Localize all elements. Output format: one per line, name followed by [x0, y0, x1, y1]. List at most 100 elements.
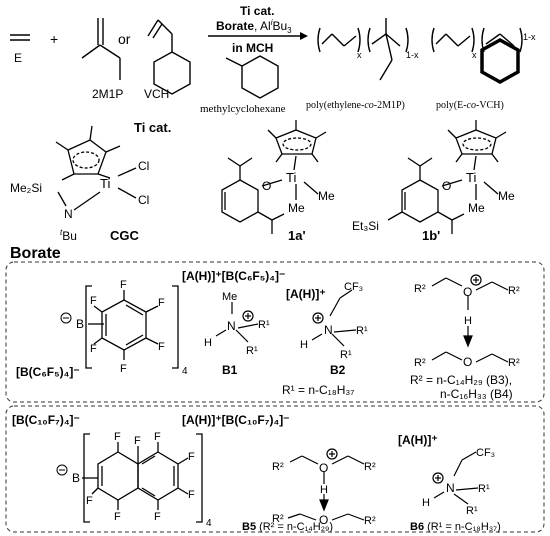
box2-anion-label: [B(C₁₀F₇)₄]⁻: [12, 413, 80, 427]
b3-structure: [431, 274, 509, 363]
b2-r1b: R¹: [340, 349, 352, 361]
cat-1b-structure: [387, 120, 507, 234]
c10f7-f3: F: [154, 431, 161, 443]
box1-anion-label: [B(C₆F₅)₄]⁻: [16, 365, 80, 379]
plus-sign: +: [50, 31, 58, 47]
solvent-label: methylcyclohexane: [200, 103, 286, 115]
b6-r1b: R¹: [466, 505, 478, 517]
cgc-cl2: Cl: [138, 193, 149, 207]
b3-o2: O: [463, 355, 472, 369]
ethylene-label: E: [14, 51, 22, 65]
c6f5-f5: F: [90, 295, 97, 307]
b6-caption: B6(R¹ = n-C₁₈H₃₇): [410, 521, 501, 533]
b5-caption: B5(R² = n-C₁₄H₂₉): [242, 521, 333, 533]
cat-1b-et3si: Et₃Si: [352, 219, 379, 233]
condition-line3: in MCH: [232, 41, 273, 55]
mch-structure: [225, 55, 279, 99]
box2-ah: [A(H)]⁺: [398, 433, 438, 447]
b1-r1a: R¹: [258, 319, 270, 331]
b6-h: H: [422, 497, 430, 509]
b3-r2b: R²: [508, 285, 520, 297]
cat-1a-label: 1a': [288, 228, 306, 243]
cgc-me2si: Me₂Si: [10, 181, 42, 195]
cat-1b-me1: Me: [498, 189, 515, 203]
c6f5-f1: F: [120, 279, 127, 291]
b3-o1: O: [463, 285, 472, 299]
product2-sub-1x: 1-x: [523, 32, 536, 42]
r1-definition: R¹ = n-C₁₈H₃₇: [282, 383, 354, 397]
b5-r2d: R²: [364, 515, 376, 527]
b3-h: H: [464, 315, 472, 327]
c10f7-f2: F: [134, 435, 141, 447]
box1-header: [A(H)]⁺[B(C₆F₅)₄]⁻: [182, 269, 285, 283]
borate2-b: B: [72, 471, 80, 485]
c10f7-f5: F: [188, 489, 195, 501]
b3-r2c: R²: [414, 357, 426, 369]
b6-structure: [432, 451, 479, 505]
c10f7-f1: F: [114, 431, 121, 443]
b2-h: H: [300, 339, 308, 351]
b2-n: N: [324, 323, 333, 337]
r2-definition-b4: n-C₁₆H₃₃ (B4): [440, 387, 513, 401]
b5-h: H: [320, 484, 328, 496]
b5-r2c: R²: [272, 513, 284, 525]
c6f5-f6: F: [90, 343, 97, 355]
condition-line1: Ti cat.: [240, 4, 274, 18]
cat-1a-me2: Me: [288, 201, 305, 215]
b6-n: N: [446, 481, 455, 495]
c10f7-borate-structure: [82, 433, 203, 523]
borate-b: B: [76, 317, 84, 331]
b1-h: H: [204, 337, 212, 349]
cat-1b-ti: Ti: [466, 170, 476, 185]
borate-section-title: Borate: [10, 245, 61, 262]
product2-structure: [431, 27, 523, 53]
b2-r1a: R¹: [356, 325, 368, 337]
b6-r1a: R¹: [478, 483, 490, 495]
product1-sub-x: x: [357, 50, 362, 60]
cgc-label: CGC: [110, 228, 140, 243]
b1-label: B1: [222, 363, 238, 377]
vch-structure: [147, 19, 191, 95]
b1-structure: [215, 302, 259, 343]
cat-1a-o: O: [262, 179, 271, 193]
product2-cyclohexyl: [480, 37, 520, 85]
cgc-cl1: Cl: [138, 159, 149, 173]
c10f7-f8: F: [86, 495, 93, 507]
m2p-label: 2M1P: [92, 87, 123, 101]
b2-cf3: CF₃: [344, 281, 363, 293]
product1-structure: [317, 18, 409, 81]
c10f7-f4: F: [188, 451, 195, 463]
product1-label: poly(ethylene-co-2M1P): [306, 100, 405, 111]
ti-cat-title: Ti cat.: [134, 120, 171, 135]
cat-1a-ti: Ti: [286, 170, 296, 185]
box2-header: [A(H)]⁺[B(C₁₀F₇)₄]⁻: [182, 413, 290, 427]
b5-structure: [287, 448, 365, 521]
b3-r2a: R²: [414, 283, 426, 295]
c10f7-f7: F: [114, 511, 121, 523]
product1-sub-1x: 1-x: [406, 50, 419, 60]
b6-cf3: CF₃: [476, 447, 495, 459]
reaction-arrow: [208, 32, 308, 40]
product2-sub-x: x: [472, 50, 477, 60]
cat-1a-structure: [221, 120, 327, 234]
borate-minus-circle: [60, 312, 72, 324]
b1-n: N: [227, 319, 236, 333]
product2-label: poly(E-co-VCH): [436, 100, 504, 111]
c6f5-f3: F: [158, 341, 165, 353]
c10f7-sub4: 4: [206, 518, 212, 529]
borate2-minus-circle: [56, 464, 68, 476]
r2-definition-b3: R² = n-C₁₄H₂₉ (B3),: [410, 373, 512, 387]
cgc-structure: [55, 125, 137, 211]
c6f5-f2: F: [158, 297, 165, 309]
c6f5-borate-structure: [85, 285, 179, 369]
c6f5-sub4: 4: [182, 366, 188, 377]
b2-label: B2: [330, 363, 346, 377]
b1-me: Me: [222, 291, 237, 303]
cat-1b-label: 1b': [422, 228, 440, 243]
b5-o2: O: [319, 513, 328, 527]
cgc-tbu: tBu: [60, 228, 77, 243]
b5-o1: O: [319, 461, 328, 475]
cat-1b-o: O: [442, 179, 451, 193]
b1-r1b: R¹: [246, 345, 258, 357]
